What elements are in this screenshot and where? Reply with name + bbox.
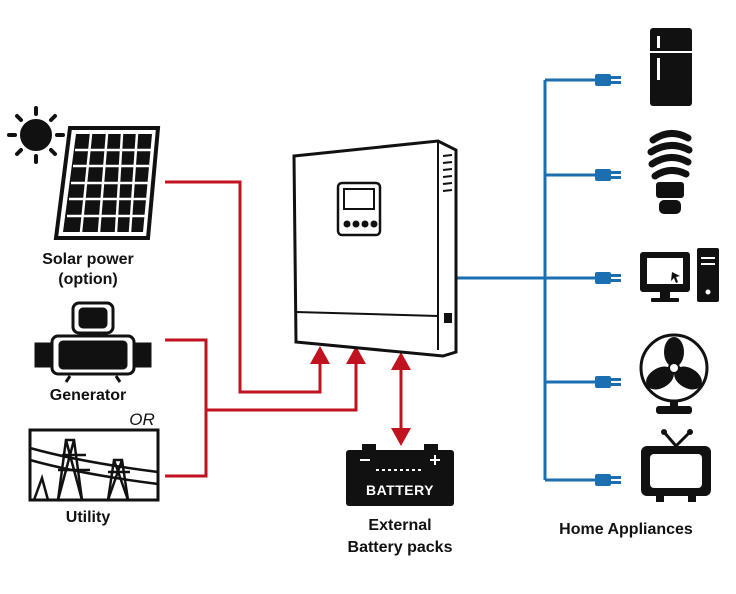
refrigerator-icon [650, 28, 692, 106]
or-label: OR [129, 410, 155, 429]
utility-label: Utility [65, 509, 111, 526]
computer-icon [640, 248, 719, 302]
battery-arrow-up [391, 352, 411, 370]
input-wires [165, 180, 358, 478]
tv-icon [641, 429, 711, 502]
grid-wire [206, 362, 358, 412]
battery-label-line2: Battery packs [347, 539, 453, 556]
solar-label-line2: (option) [58, 271, 118, 288]
grid-arrowhead [346, 346, 366, 364]
plugs [595, 74, 621, 486]
solar-arrowhead [310, 346, 330, 364]
output-wires [455, 78, 595, 482]
sun-icon [7, 106, 65, 164]
battery-icon [346, 444, 454, 506]
home-appliances-label: Home Appliances [559, 521, 693, 538]
light-bulb-icon [647, 130, 693, 214]
generator-label: Generator [49, 387, 127, 404]
solar-panel-icon [53, 126, 161, 240]
generator-utility-wire [165, 338, 208, 478]
solar-label-line1: Solar power [42, 251, 134, 268]
power-tower-icon [28, 428, 160, 502]
inverter-icon [292, 139, 458, 358]
battery-arrow-down [391, 428, 411, 446]
generator-icon [34, 301, 152, 383]
fan-icon [639, 333, 709, 414]
battery-label-line1: External [368, 517, 432, 534]
solar-wire [165, 180, 322, 394]
battery-text: BATTERY [365, 482, 435, 498]
